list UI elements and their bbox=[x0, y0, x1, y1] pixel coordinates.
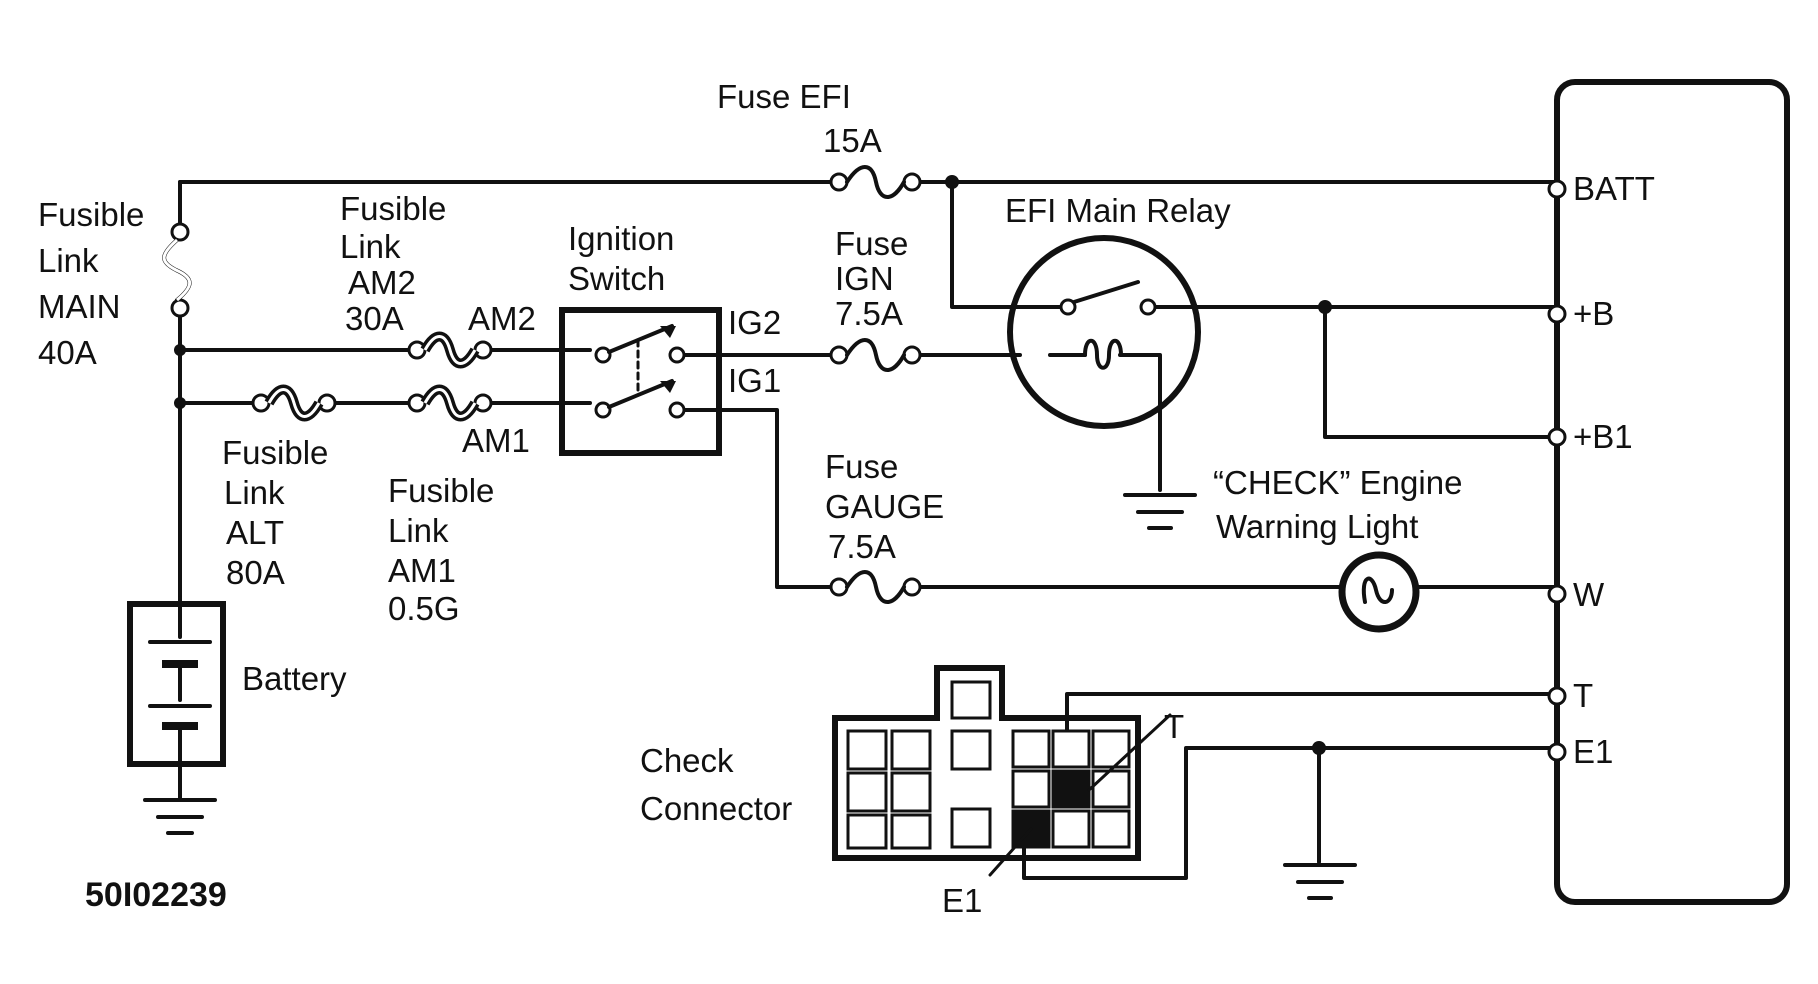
junction-dot bbox=[174, 344, 186, 356]
fusible-link-am1-symbol bbox=[407, 384, 493, 422]
junction-dot bbox=[1318, 300, 1332, 314]
diagram-code: 50I02239 bbox=[85, 876, 227, 914]
label-check-connector: Check bbox=[640, 742, 734, 779]
label-fuse-ign: Fuse bbox=[835, 225, 908, 262]
label-fusible-am1: Link bbox=[388, 512, 449, 549]
label-fusible-main: Fusible bbox=[38, 196, 144, 233]
check-connector-symbol bbox=[832, 665, 1172, 877]
label-ig2: IG2 bbox=[728, 304, 781, 341]
wire-ig1 bbox=[683, 408, 833, 589]
label-pin-t: T bbox=[1164, 708, 1184, 745]
label-fuse-efi-rating: 15A bbox=[823, 122, 882, 159]
fusible-link-am2-symbol bbox=[407, 331, 493, 369]
label-ignition-switch: Ignition bbox=[568, 220, 674, 257]
label-am1-wire: AM1 bbox=[462, 422, 530, 459]
fuse-gauge-symbol bbox=[829, 570, 922, 604]
label-fusible-alt: ALT bbox=[226, 514, 284, 551]
label-fusible-am1: AM1 bbox=[388, 552, 456, 589]
label-efi-main-relay: EFI Main Relay bbox=[1005, 192, 1231, 229]
connector-ground-icon bbox=[1283, 863, 1357, 900]
ecu-terminal-w: W bbox=[1573, 576, 1605, 613]
label-fusible-main: 40A bbox=[38, 334, 97, 371]
label-fusible-alt: Fusible bbox=[222, 434, 328, 471]
junction-dot bbox=[945, 175, 959, 189]
wire-b1 bbox=[1323, 305, 1557, 439]
label-ignition-switch: Switch bbox=[568, 260, 665, 297]
fuse-efi-symbol bbox=[829, 165, 922, 199]
ecu-terminal-b: +B bbox=[1573, 295, 1614, 332]
ecu-terminal-t: T bbox=[1573, 677, 1593, 714]
battery-symbol bbox=[127, 601, 226, 767]
label-check-light: Warning Light bbox=[1216, 508, 1418, 545]
relay-ground-icon bbox=[1123, 493, 1197, 530]
label-am2-wire: AM2 bbox=[468, 300, 536, 337]
label-fusible-alt: Link bbox=[224, 474, 285, 511]
ecu-terminal-batt: BATT bbox=[1573, 170, 1655, 207]
battery-ground-icon bbox=[143, 758, 217, 835]
wire-coil-ground bbox=[1118, 353, 1162, 492]
label-check-light: “CHECK” Engine bbox=[1213, 464, 1462, 501]
junctions bbox=[174, 175, 1332, 755]
fusible-link-main-symbol bbox=[162, 222, 192, 318]
ecu-box bbox=[1547, 79, 1790, 905]
ignition-switch-symbol bbox=[559, 307, 722, 456]
junction-dot bbox=[1312, 741, 1326, 755]
label-pin-e1: E1 bbox=[942, 882, 982, 919]
ecu-terminal-b1: +B1 bbox=[1573, 418, 1633, 455]
label-ig1: IG1 bbox=[728, 362, 781, 399]
label-battery: Battery bbox=[242, 660, 347, 697]
label-fusible-am1: Fusible bbox=[388, 472, 494, 509]
fusible-link-alt-symbol bbox=[251, 384, 337, 422]
label-fusible-alt: 80A bbox=[226, 554, 285, 591]
label-fusible-am2: 30A bbox=[345, 300, 404, 337]
label-fusible-main: Link bbox=[38, 242, 99, 279]
label-fusible-am2: Fusible bbox=[340, 190, 446, 227]
label-fuse-ign: IGN bbox=[835, 260, 894, 297]
check-engine-light-symbol bbox=[1338, 551, 1420, 633]
label-fusible-am2: Link bbox=[340, 228, 401, 265]
efi-main-relay-symbol bbox=[1007, 235, 1201, 429]
label-fusible-main: MAIN bbox=[38, 288, 121, 325]
label-fusible-am1: 0.5G bbox=[388, 590, 460, 627]
label-fusible-am2: AM2 bbox=[348, 264, 416, 301]
junction-dot bbox=[174, 397, 186, 409]
label-fuse-gauge: 7.5A bbox=[828, 528, 896, 565]
ecu-terminal-e1: E1 bbox=[1573, 733, 1613, 770]
labels: Fuse EFI 15A Fusible Link MAIN 40A Fusib… bbox=[38, 78, 1655, 919]
label-fuse-gauge: Fuse bbox=[825, 448, 898, 485]
label-fuse-gauge: GAUGE bbox=[825, 488, 944, 525]
label-fuse-ign: 7.5A bbox=[835, 295, 903, 332]
label-fuse-efi: Fuse EFI bbox=[717, 78, 851, 115]
fuse-ign-symbol bbox=[829, 338, 922, 372]
wire-relay-tap bbox=[950, 180, 1062, 309]
label-check-connector: Connector bbox=[640, 790, 792, 827]
